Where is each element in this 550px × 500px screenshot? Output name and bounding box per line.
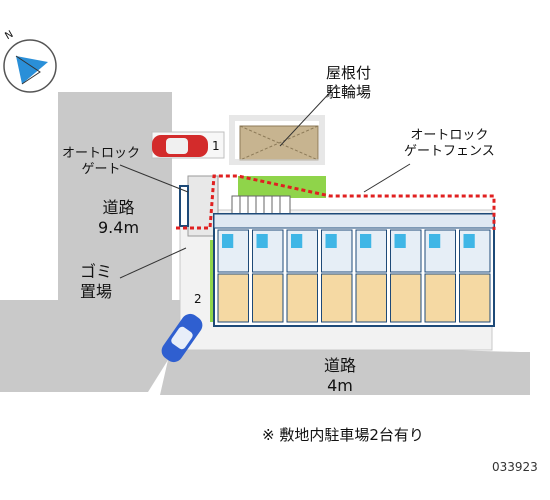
car-red-icon <box>152 135 208 157</box>
property-code: 033923 <box>492 460 538 474</box>
north-arrow-icon <box>3 39 57 93</box>
road-main <box>0 92 188 392</box>
apartment-unit <box>459 229 491 323</box>
gate-label: オートロック ゲート <box>62 146 141 178</box>
apartment-unit <box>217 229 249 323</box>
bicycle-parking-cross <box>239 125 319 161</box>
apartment-unit <box>252 229 284 323</box>
apartment-unit <box>424 229 456 323</box>
leader-gate-fence <box>363 163 411 193</box>
apartment-unit <box>286 229 318 323</box>
bicycle-parking-label: 屋根付 駐輪場 <box>326 64 372 101</box>
garbage-area-label: ゴミ 置場 <box>80 262 113 301</box>
autolock-gate-marker <box>179 185 189 227</box>
parking-spot-1-number: 1 <box>212 139 220 153</box>
gate-fence-label: オートロック ゲートフェンス <box>404 128 495 160</box>
apartment-unit <box>355 229 387 323</box>
bicycle-parking-shade <box>229 115 325 165</box>
leader-bicycle <box>279 85 337 147</box>
leader-garbage <box>119 247 187 279</box>
stairs-icon <box>231 195 291 215</box>
apartment-unit <box>390 229 422 323</box>
leader-gate <box>119 164 189 193</box>
parking-note: ※ 敷地内駐車場2台有り <box>262 426 424 444</box>
apartment-unit <box>321 229 353 323</box>
parking-spot-2-number: 2 <box>194 292 202 306</box>
road-bottom <box>160 343 530 395</box>
car-blue-icon <box>161 313 203 363</box>
road-bottom-label: 道路 4m <box>324 356 357 395</box>
apartment-building <box>213 213 495 327</box>
road-main-label: 道路 9.4m <box>98 198 140 237</box>
